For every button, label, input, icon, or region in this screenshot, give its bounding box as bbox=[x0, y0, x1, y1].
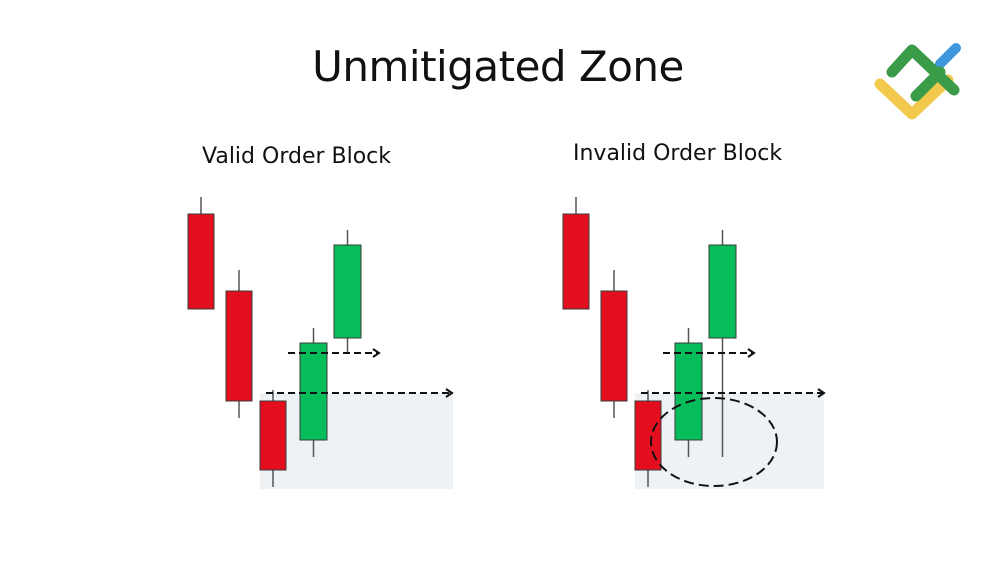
invalid-order-block-label: Invalid Order Block bbox=[573, 141, 783, 166]
bullish-candle bbox=[299, 328, 328, 457]
bearish-candle bbox=[562, 197, 590, 310]
candle-body bbox=[259, 400, 287, 471]
invalid-order-block-panel bbox=[562, 197, 826, 489]
brand-logo-icon bbox=[874, 43, 961, 120]
candle-body bbox=[299, 342, 328, 441]
candle-body bbox=[333, 244, 362, 339]
candle-body bbox=[187, 213, 215, 310]
bearish-candle bbox=[259, 390, 287, 487]
unmitigated-zone bbox=[260, 393, 453, 489]
page-title: Unmitigated Zone bbox=[312, 42, 684, 91]
candle-body bbox=[708, 244, 737, 339]
bearish-candle bbox=[225, 270, 253, 418]
bullish-candle bbox=[333, 230, 362, 353]
candle-body bbox=[634, 400, 662, 471]
bullish-candle bbox=[708, 230, 737, 457]
candle-body bbox=[600, 290, 628, 402]
bearish-candle bbox=[600, 270, 628, 418]
bearish-candle bbox=[634, 390, 662, 487]
bullish-candle bbox=[674, 328, 703, 457]
candle-body bbox=[674, 342, 703, 441]
candle-body bbox=[562, 213, 590, 310]
bearish-candle bbox=[187, 197, 215, 310]
candle-body bbox=[225, 290, 253, 402]
mitigation-highlight-ellipse bbox=[650, 397, 778, 487]
unmitigated-zone bbox=[635, 393, 824, 489]
valid-order-block-panel bbox=[187, 197, 454, 489]
valid-order-block-label: Valid Order Block bbox=[202, 144, 392, 169]
